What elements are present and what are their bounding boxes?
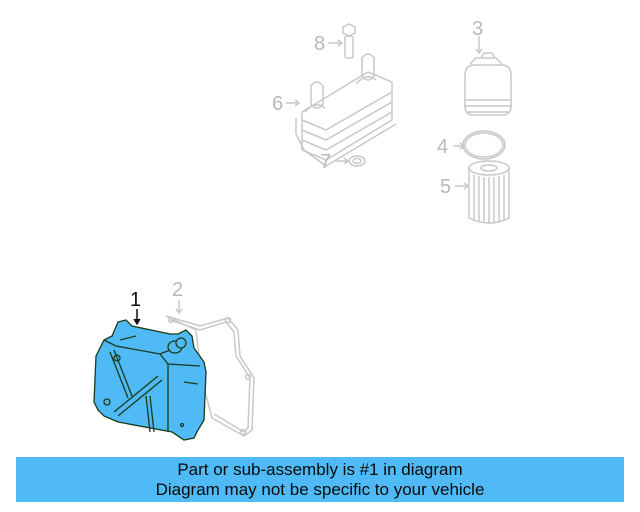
callout-4: 4 [437,136,448,158]
part-3-filter-housing[interactable] [464,36,512,116]
banner-line-part-number: Part or sub-assembly is #1 in diagram [177,460,463,479]
banner-line-disclaimer: Diagram may not be specific to your vehi… [155,480,485,499]
part-4-o-ring[interactable] [453,130,506,160]
part-6-oil-cooler[interactable] [286,53,397,167]
callout-8: 8 [314,33,325,55]
part-8-bolt[interactable] [328,23,356,59]
part-2-gasket[interactable] [165,300,255,437]
part-1-highlighted[interactable] [93,309,207,441]
callout-3: 3 [472,18,483,40]
part-5-filter-element[interactable] [455,160,510,224]
callout-2: 2 [172,279,183,301]
info-banner: Part or sub-assembly is #1 in diagram Di… [16,457,624,502]
callout-1: 1 [130,289,141,311]
callout-6: 6 [272,93,283,115]
callout-7: 7 [320,151,331,173]
callout-5: 5 [440,176,451,198]
part-7-seal[interactable] [335,155,366,167]
